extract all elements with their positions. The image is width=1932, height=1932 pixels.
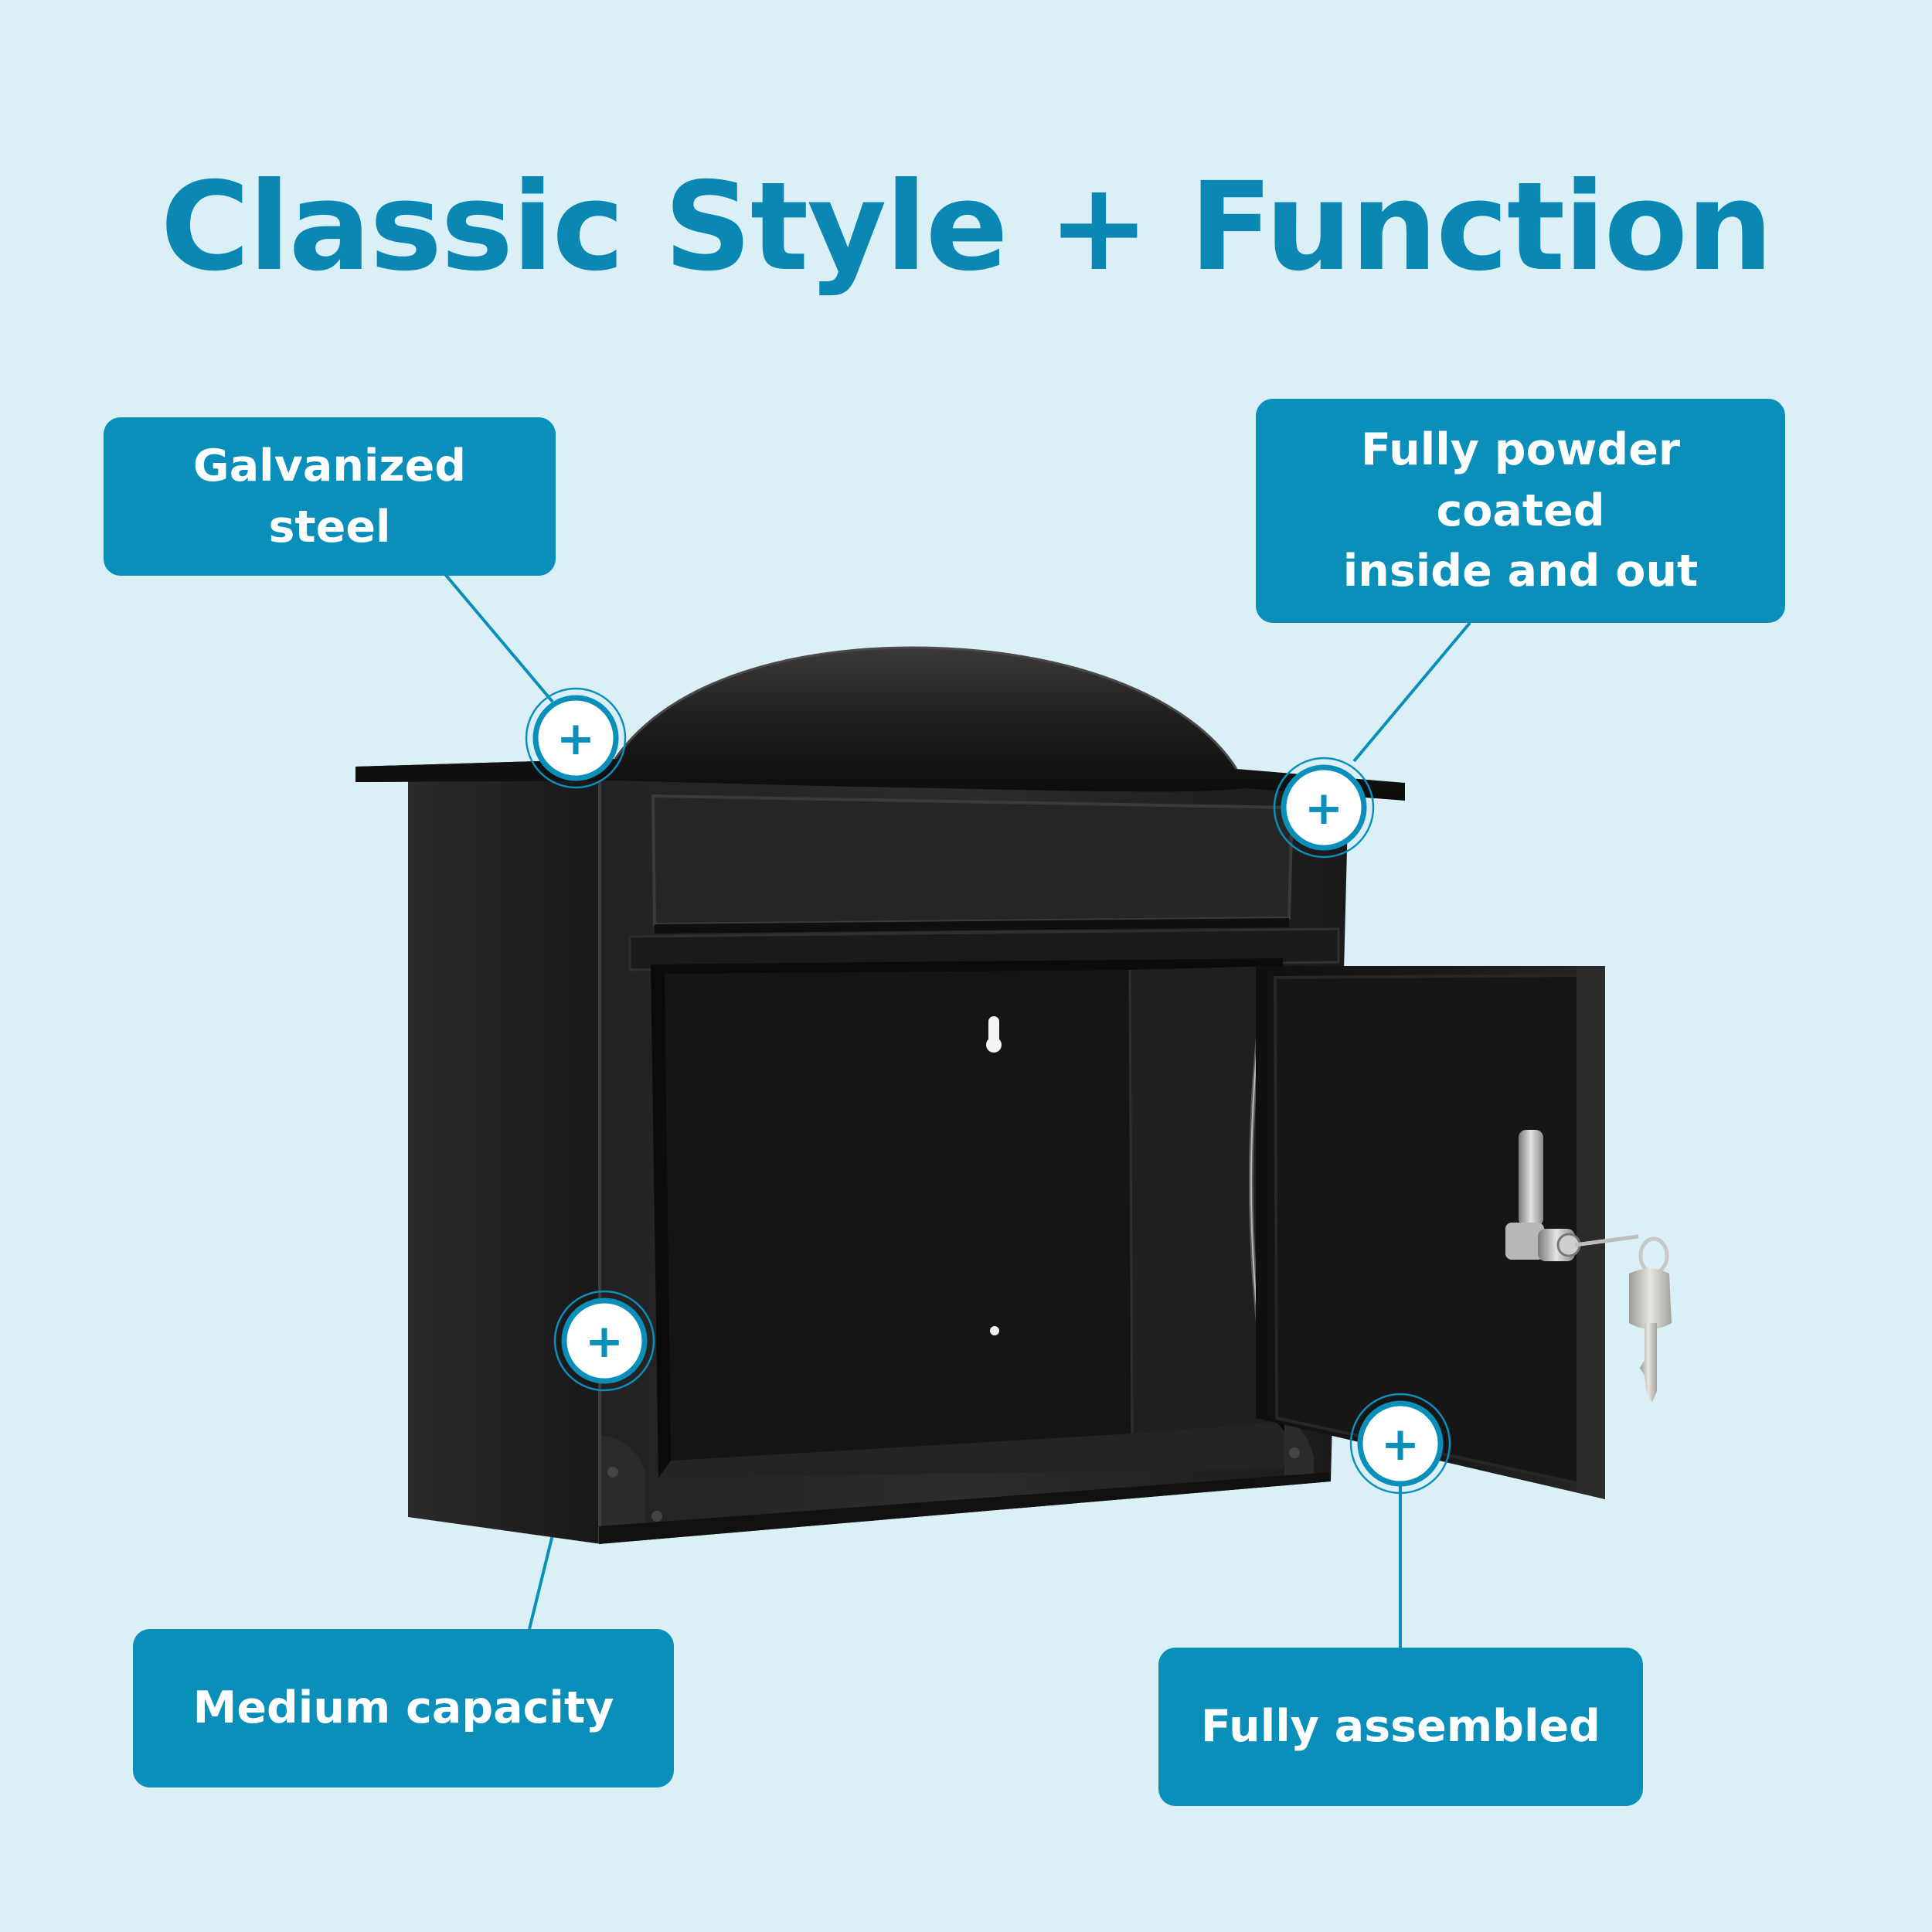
mailbox-back-wall: [665, 970, 1132, 1461]
mailbox-side-panel: [408, 777, 601, 1544]
callout-fully-assembled: Fully assembled: [1158, 1648, 1643, 1806]
marker-assembled[interactable]: +: [1349, 1393, 1451, 1495]
callout-powder-coated: Fully powder coated inside and out: [1256, 399, 1785, 623]
marker-capacity[interactable]: +: [553, 1290, 655, 1392]
plus-icon: +: [1304, 781, 1343, 835]
page-title: Classic Style + Function: [160, 156, 1773, 298]
leader-line-galvanized: [443, 572, 554, 703]
mounting-hole: [990, 1326, 999, 1335]
callout-assembled-text: Fully assembled: [1201, 1701, 1600, 1753]
plus-icon: +: [556, 712, 595, 766]
callout-medium-capacity: Medium capacity: [133, 1629, 674, 1787]
callout-powder-coated-line1: Fully powder coated: [1361, 424, 1680, 536]
callout-capacity-text: Medium capacity: [192, 1682, 614, 1734]
marker-powder-coated[interactable]: +: [1273, 757, 1375, 859]
mailbox: [408, 777, 1349, 1544]
plus-icon: +: [1381, 1417, 1420, 1471]
keyhole-mount-slot: [986, 1016, 1002, 1053]
marker-galvanized[interactable]: +: [525, 687, 627, 789]
plus-icon: +: [585, 1315, 624, 1369]
mailbox-door: [1256, 966, 1672, 1499]
key: [1574, 1234, 1672, 1403]
callout-powder-coated-line2: inside and out: [1342, 546, 1699, 597]
callout-galvanized-steel: Galvanized steel: [104, 417, 556, 576]
callout-galvanized-text: Galvanized steel: [192, 440, 467, 553]
mail-slot-flap: [651, 794, 1294, 927]
leader-line-powder-coated: [1352, 621, 1471, 763]
door-lock-latch: [1505, 1130, 1581, 1261]
